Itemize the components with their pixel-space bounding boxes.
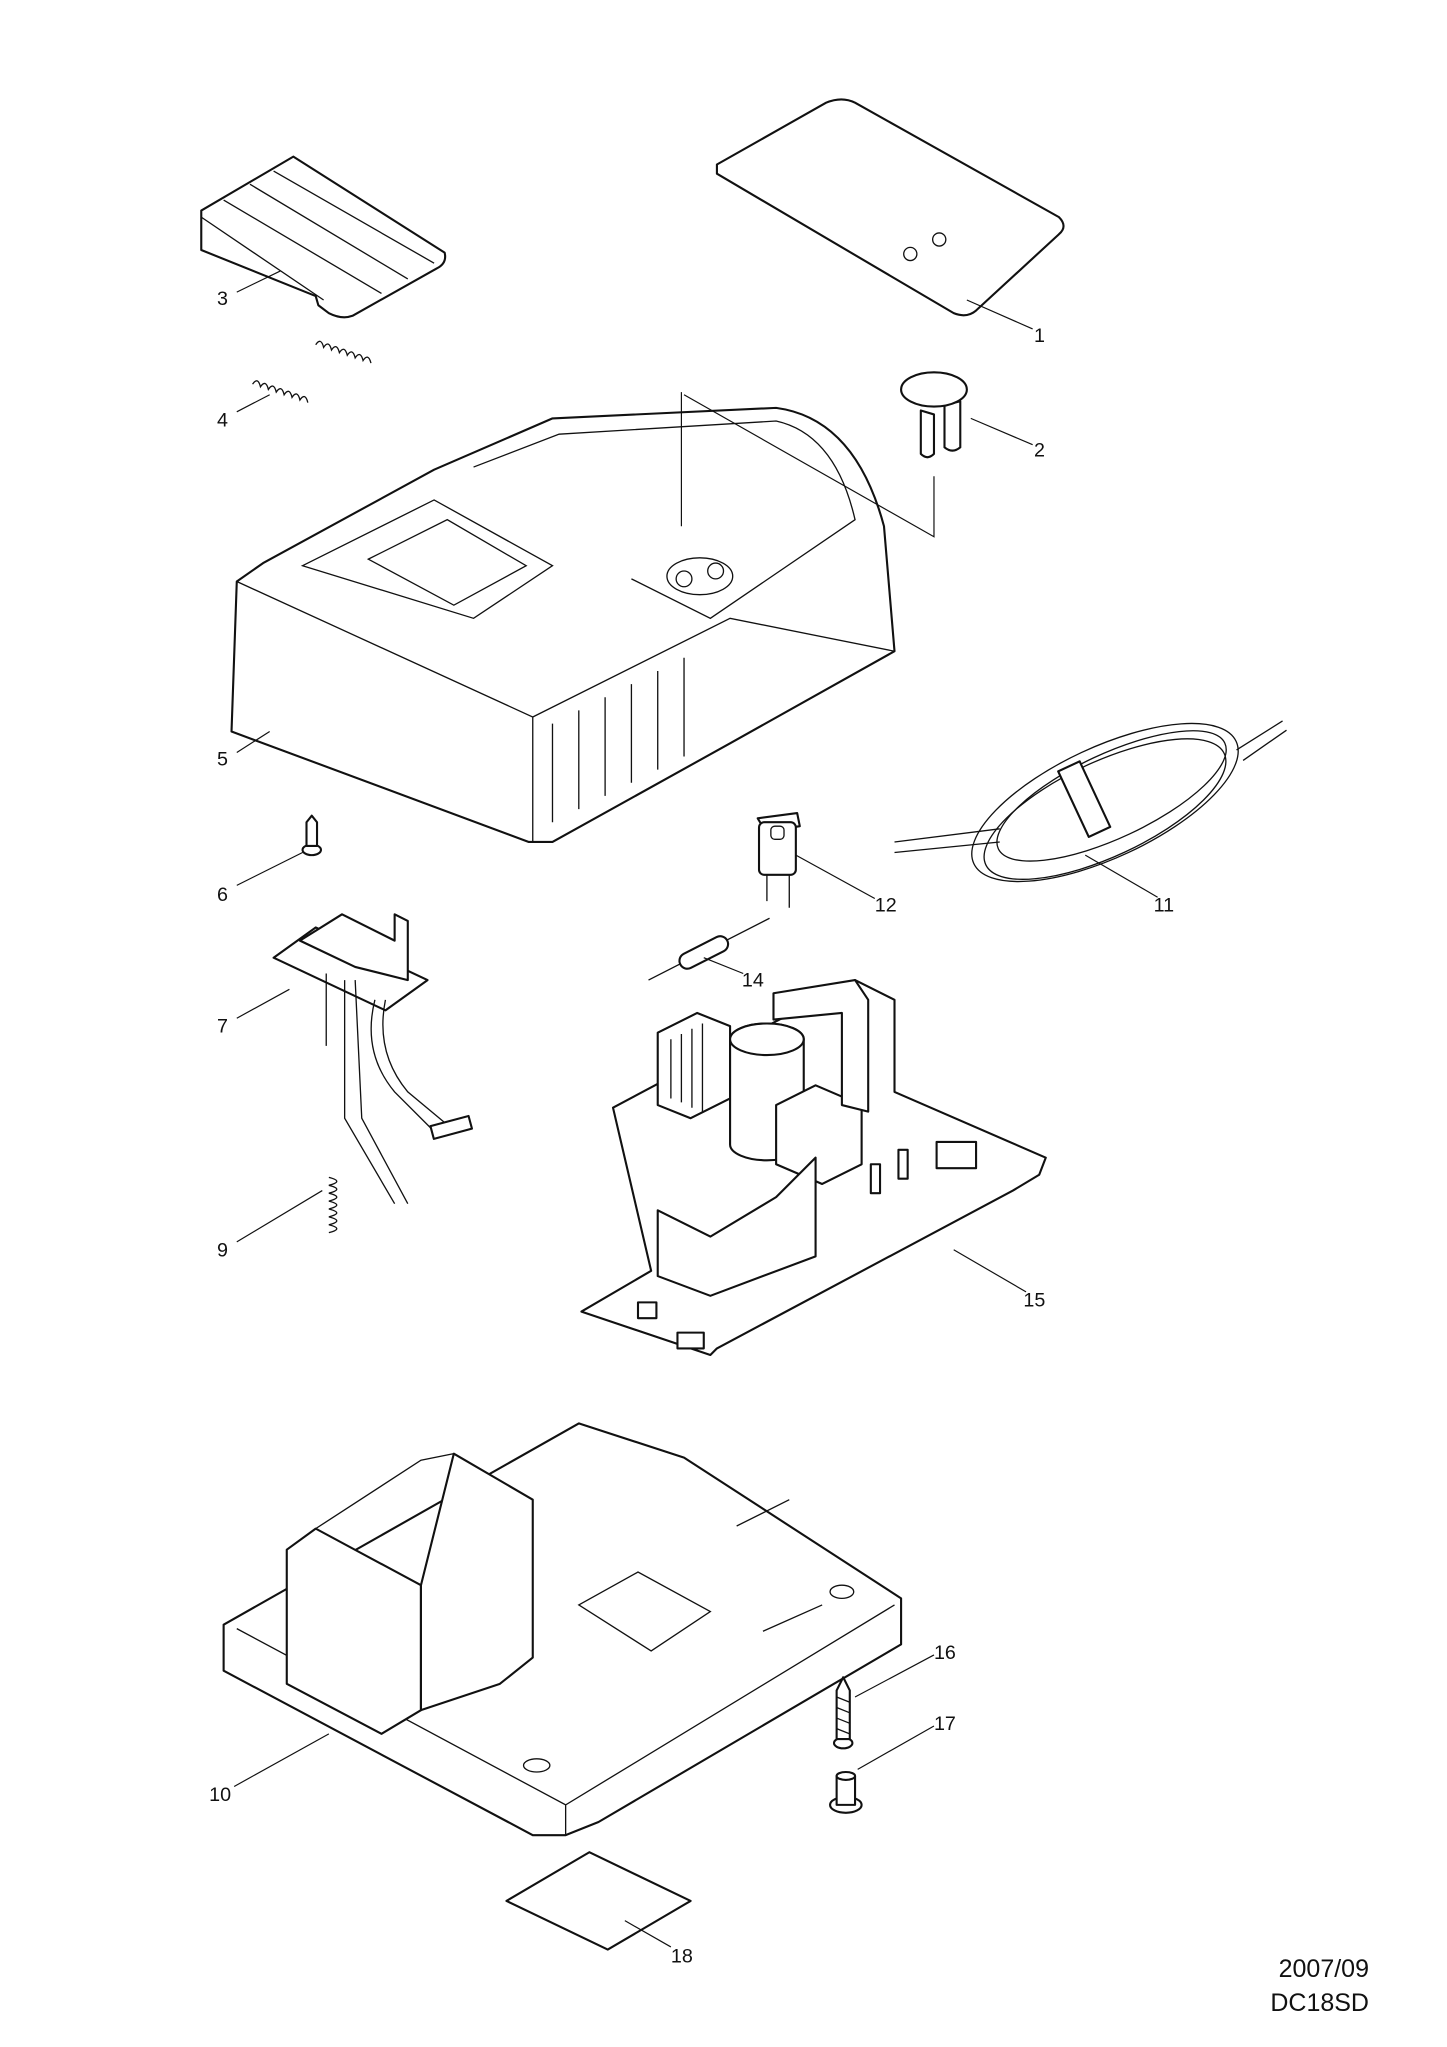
footer-date: 2007/09	[1278, 1955, 1369, 1983]
callout-11: 11	[1154, 895, 1174, 917]
callout-7: 7	[217, 1016, 228, 1038]
callout-17: 17	[934, 1713, 956, 1735]
part-10-base	[222, 1422, 903, 1837]
callout-18: 18	[671, 1946, 693, 1968]
callout-2: 2	[1034, 440, 1045, 462]
part-7-switch-assembly	[272, 913, 474, 1205]
callout-1: 1	[1034, 325, 1045, 347]
callout-14: 14	[742, 970, 764, 992]
callout-5: 5	[217, 749, 228, 771]
callout-9: 9	[217, 1239, 228, 1261]
part-6-screw	[301, 814, 323, 857]
part-9-spring	[328, 1176, 338, 1234]
leader-lines	[233, 270, 1158, 1948]
part-11-power-cord	[894, 720, 1287, 883]
part-3-cover	[200, 155, 447, 319]
part-18-pad	[505, 1851, 692, 1951]
part-12-fuse-holder	[756, 811, 801, 908]
footer-model: DC18SD	[1270, 1989, 1369, 2017]
part-15-circuit-board	[580, 979, 1047, 1357]
part-17-rubber-foot	[828, 1770, 863, 1814]
callout-12: 12	[875, 895, 897, 917]
part-1-label-plate	[715, 98, 1065, 317]
part-16-screw	[832, 1676, 854, 1750]
callout-10: 10	[209, 1784, 231, 1806]
callout-16: 16	[934, 1642, 956, 1664]
callout-15: 15	[1023, 1289, 1045, 1311]
part-5-housing	[230, 406, 896, 844]
part-2-plug	[900, 371, 968, 459]
callout-3: 3	[217, 288, 228, 310]
part-4-springs	[252, 340, 372, 403]
callout-6: 6	[217, 884, 228, 906]
callout-4: 4	[217, 409, 228, 431]
